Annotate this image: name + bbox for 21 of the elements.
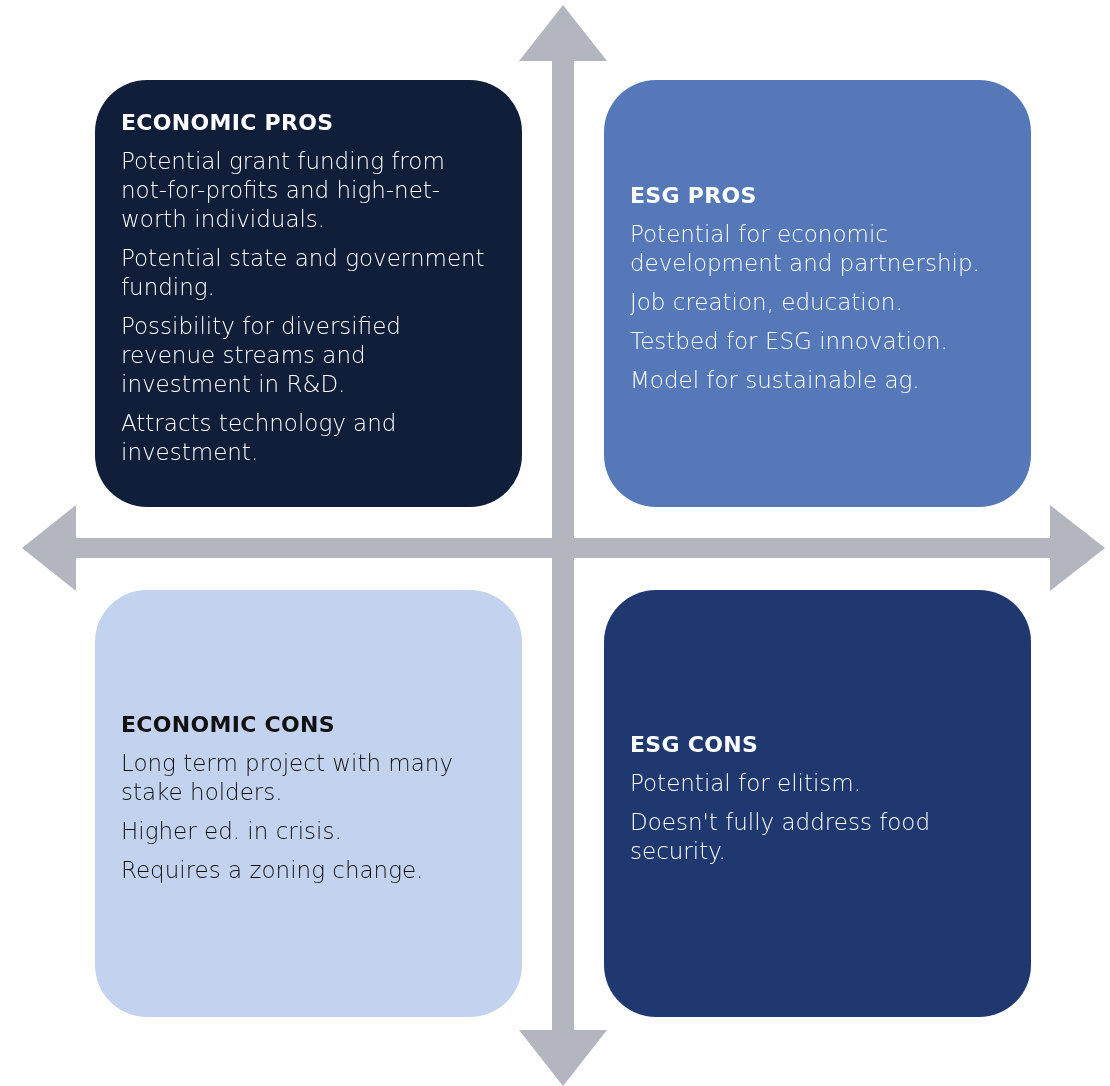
quadrant-card [604, 80, 1031, 507]
card-text: Testbed for ESG innovation. [630, 326, 949, 356]
quadrant-card [604, 590, 1031, 1017]
card-text: Possibility for diversified revenue streams and investment in R&D. [121, 312, 402, 399]
quadrant-card [95, 80, 522, 507]
quadrant-card [95, 590, 522, 1017]
card-text: Attracts technology and investment. [121, 409, 398, 467]
card-text: Higher ed. in crisis. [121, 817, 343, 846]
card-heading: ESG CONS [630, 731, 760, 757]
card-heading: ECONOMIC CONS [121, 712, 336, 737]
card-text: Model for sustainable ag. [630, 365, 921, 395]
card-text: Job creation, education. [630, 287, 904, 317]
card-text: Potential for elitism. [630, 768, 863, 798]
card-text: Long term project with many stake holders. [121, 749, 455, 807]
card-text: Potential state and government funding. [121, 244, 486, 302]
card-text: Potential for economic development and partnership. [630, 219, 981, 278]
card-heading: ESG PROS [630, 182, 758, 208]
card-text: Doesn't fully address food security. [630, 807, 932, 866]
card-text: Requires a zoning change. [121, 856, 425, 885]
card-heading: ECONOMIC PROS [121, 110, 335, 135]
card-text: Potential grant funding from not-for-profits and high-net-worth individuals. [121, 147, 446, 234]
